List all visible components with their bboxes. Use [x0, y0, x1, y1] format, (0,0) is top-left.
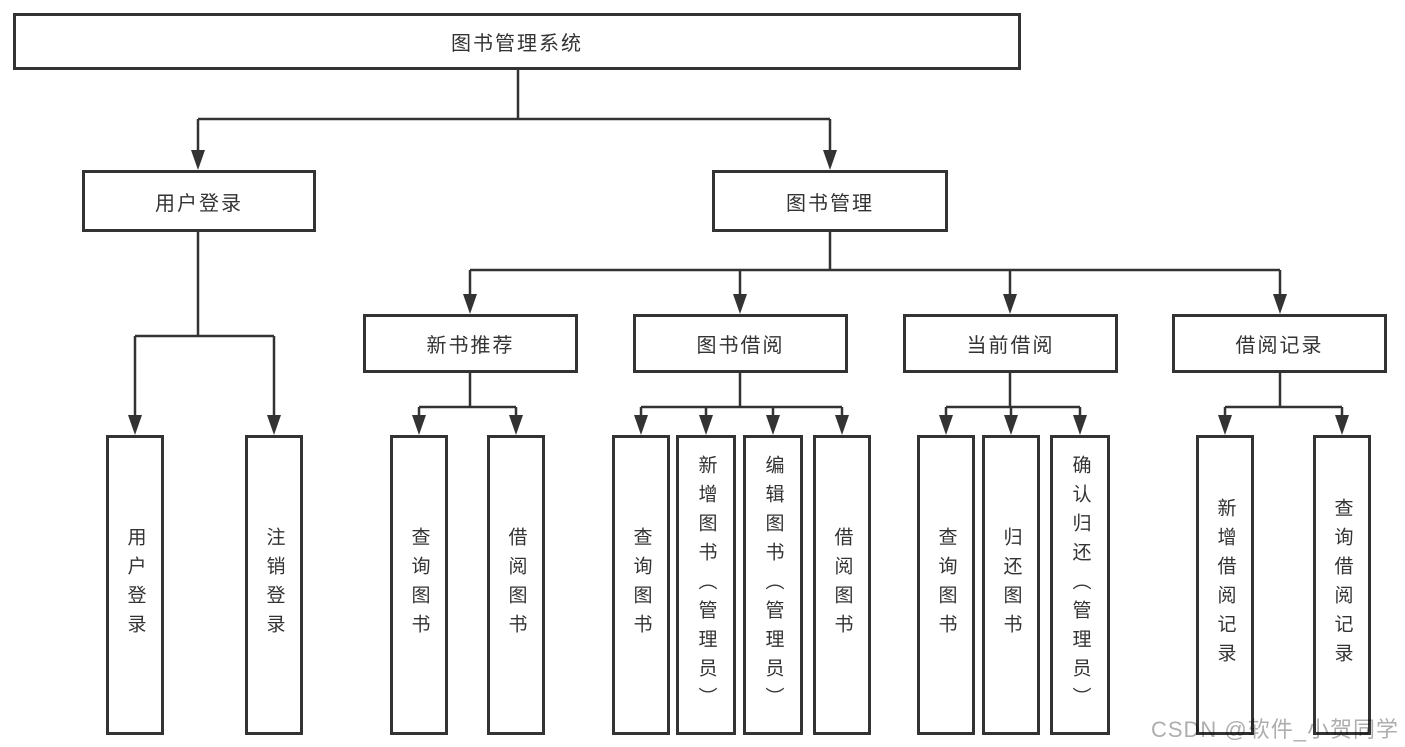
arrowheads [128, 150, 1349, 435]
leaf-edit-books-admin-label: 编辑图书（管理员） [762, 454, 784, 716]
leaf-edit-books-admin: 编辑图书（管理员） [743, 435, 803, 735]
leaf-return-books: 归还图书 [982, 435, 1040, 735]
node-user-login: 用户登录 [82, 170, 316, 232]
leaf-query-books-recommend: 查询图书 [390, 435, 448, 735]
node-user-login-label: 用户登录 [155, 192, 243, 215]
leaf-logout: 注销登录 [245, 435, 303, 735]
node-new-book-recommendation-label: 新书推荐 [426, 335, 515, 357]
leaf-query-borrow-record-label: 查询借阅记录 [1331, 498, 1353, 672]
node-library-system-label: 图书管理系统 [451, 33, 583, 55]
leaf-confirm-return-admin: 确认归还（管理员） [1050, 435, 1110, 735]
leaf-borrow-books-recommend-label: 借阅图书 [505, 527, 527, 643]
leaf-borrow-books: 借阅图书 [813, 435, 871, 735]
node-book-management: 图书管理 [712, 170, 948, 232]
leaf-add-books-admin: 新增图书（管理员） [676, 435, 736, 735]
leaf-query-books-borrow-label: 查询图书 [630, 527, 652, 643]
leaf-query-borrow-record: 查询借阅记录 [1313, 435, 1371, 735]
csdn-watermark: CSDN @软件_小贺同学 [1150, 717, 1399, 742]
node-book-borrowing-label: 图书借阅 [696, 335, 785, 357]
leaf-query-books-borrow: 查询图书 [612, 435, 670, 735]
node-borrowing-records: 借阅记录 [1172, 314, 1387, 373]
leaf-query-books-current: 查询图书 [917, 435, 975, 735]
leaf-confirm-return-admin-label: 确认归还（管理员） [1069, 454, 1091, 716]
node-new-book-recommendation: 新书推荐 [363, 314, 578, 373]
leaf-user-login-label: 用户登录 [124, 527, 146, 643]
leaf-return-books-label: 归还图书 [1000, 527, 1022, 643]
node-book-management-label: 图书管理 [786, 192, 874, 215]
leaf-query-books-recommend-label: 查询图书 [408, 527, 430, 643]
node-current-borrowing: 当前借阅 [903, 314, 1118, 373]
leaf-borrow-books-label: 借阅图书 [831, 527, 853, 643]
node-book-borrowing: 图书借阅 [633, 314, 848, 373]
leaf-query-books-current-label: 查询图书 [935, 527, 957, 643]
leaf-borrow-books-recommend: 借阅图书 [487, 435, 545, 735]
node-library-system: 图书管理系统 [13, 13, 1021, 70]
leaf-add-books-admin-label: 新增图书（管理员） [695, 454, 717, 716]
leaf-add-borrow-record: 新增借阅记录 [1196, 435, 1254, 735]
node-borrowing-records-label: 借阅记录 [1235, 335, 1324, 357]
leaf-logout-label: 注销登录 [263, 527, 285, 643]
leaf-user-login: 用户登录 [106, 435, 164, 735]
node-current-borrowing-label: 当前借阅 [966, 335, 1055, 357]
leaf-add-borrow-record-label: 新增借阅记录 [1214, 498, 1236, 672]
